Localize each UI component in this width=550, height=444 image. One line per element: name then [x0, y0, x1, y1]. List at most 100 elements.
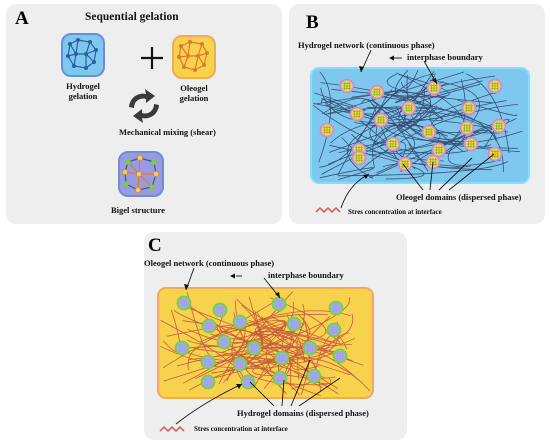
- droplet: [286, 316, 302, 332]
- droplet: [201, 318, 217, 334]
- fiber-strand: [396, 72, 467, 157]
- fiber-strand: [400, 71, 438, 132]
- bigel-structure-label: Bigel structure: [111, 205, 165, 215]
- panel-c: C Oleogel network (continuous phase) int…: [144, 232, 407, 440]
- droplet: [271, 296, 287, 312]
- fiber-strand: [318, 332, 350, 361]
- droplet: [200, 374, 216, 390]
- droplet: [421, 124, 437, 140]
- droplet: [369, 84, 385, 100]
- panel-a: A Sequential gelation: [6, 4, 282, 224]
- panel-c-network-label: Oleogel network (continuous phase): [144, 258, 275, 268]
- mechanical-mixing-label: Mechanical mixing (shear): [119, 127, 216, 137]
- fiber-strand: [314, 92, 366, 111]
- fiber-strand: [324, 71, 465, 116]
- fiber-strand: [395, 69, 483, 98]
- droplet: [397, 156, 413, 172]
- droplet: [349, 106, 365, 122]
- fiber-strand: [282, 330, 295, 355]
- fiber-strand: [330, 118, 509, 144]
- fiber-strand: [337, 73, 436, 176]
- fiber-strand: [378, 91, 432, 147]
- droplet: [385, 136, 401, 152]
- hydrogel-tile-icon: [61, 33, 105, 77]
- fiber-strand: [255, 326, 339, 389]
- fiber-strand: [253, 320, 309, 355]
- panel-b-network-label: Hydrogel network (continuous phase): [298, 40, 435, 50]
- droplet: [339, 78, 355, 94]
- droplet: [216, 334, 232, 350]
- panel-b-label: B: [306, 12, 319, 33]
- fiber-strand: [187, 318, 291, 343]
- panel-c-boundary-label: interphase boundary: [268, 270, 344, 280]
- droplet: [274, 350, 290, 366]
- panel-a-label: A: [15, 8, 29, 29]
- fiber-strand: [379, 89, 470, 143]
- oleogel-domains: [319, 78, 507, 172]
- fiber-strand: [347, 120, 389, 179]
- fiber-strand: [374, 95, 447, 145]
- droplet: [401, 100, 417, 116]
- droplet: [426, 80, 442, 96]
- fiber-strand: [219, 310, 282, 333]
- droplet: [306, 368, 322, 384]
- fiber-strand: [160, 320, 244, 378]
- fiber-strand: [186, 339, 352, 348]
- droplet: [459, 120, 475, 136]
- droplet: [431, 142, 447, 158]
- panel-b: B Hydrogel network (continuous phase) in…: [289, 4, 545, 224]
- droplet: [487, 146, 503, 162]
- fiber-strand: [245, 332, 328, 386]
- fiber-strand: [261, 321, 323, 388]
- fiber-strand: [272, 329, 364, 366]
- fiber-strand: [366, 106, 497, 142]
- droplet: [174, 340, 190, 356]
- panel-b-boundary-label: interphase boundary: [407, 52, 483, 62]
- droplet: [200, 354, 216, 370]
- droplet: [461, 100, 477, 116]
- hydrogel-matrix: [310, 67, 530, 184]
- fiber-strand: [189, 356, 371, 392]
- fiber-strand: [319, 103, 378, 168]
- mixing-arrows-icon: [129, 89, 159, 123]
- plus-icon: [141, 47, 163, 69]
- droplet: [232, 314, 248, 330]
- droplet: [240, 374, 256, 390]
- fiber-strand: [369, 121, 441, 156]
- droplet: [302, 340, 318, 356]
- droplet: [246, 340, 262, 356]
- droplet: [272, 370, 288, 386]
- fiber-strand: [429, 107, 464, 152]
- fiber-strand: [386, 73, 493, 104]
- stress-zigzag-icon: [315, 206, 341, 214]
- oleogel-tile-icon: [172, 35, 216, 79]
- panel-c-domains-label: Hydrogel domains (dispersed phase): [237, 408, 369, 418]
- stress-zigzag-icon: [159, 425, 185, 433]
- fiber-strand: [320, 87, 475, 124]
- panel-a-title: Sequential gelation: [85, 11, 179, 23]
- droplet: [176, 295, 192, 311]
- droplet: [232, 356, 248, 372]
- droplet: [491, 118, 507, 134]
- droplet: [373, 112, 389, 128]
- fiber-strand: [466, 73, 510, 154]
- panel-c-label: C: [148, 235, 162, 256]
- droplet: [212, 302, 228, 318]
- fiber-strand: [250, 365, 336, 379]
- droplet: [487, 78, 503, 94]
- panel-b-graphics: [310, 49, 530, 214]
- droplet: [463, 136, 479, 152]
- fiber-strand: [361, 99, 429, 172]
- fiber-strand: [338, 161, 509, 177]
- panel-a-graphics: [61, 33, 216, 197]
- fiber-strand: [319, 167, 374, 180]
- fiber-strand: [325, 100, 335, 106]
- panel-b-stress-label: Stres concentration at interface: [348, 208, 442, 216]
- panel-c-graphics: [157, 267, 374, 433]
- hydrogel-domains: [174, 295, 348, 390]
- panel-b-domains-label: Oleogel domains (dispersed phase): [396, 192, 522, 202]
- fiber-strand: [411, 83, 481, 109]
- fiber-strand: [354, 88, 425, 127]
